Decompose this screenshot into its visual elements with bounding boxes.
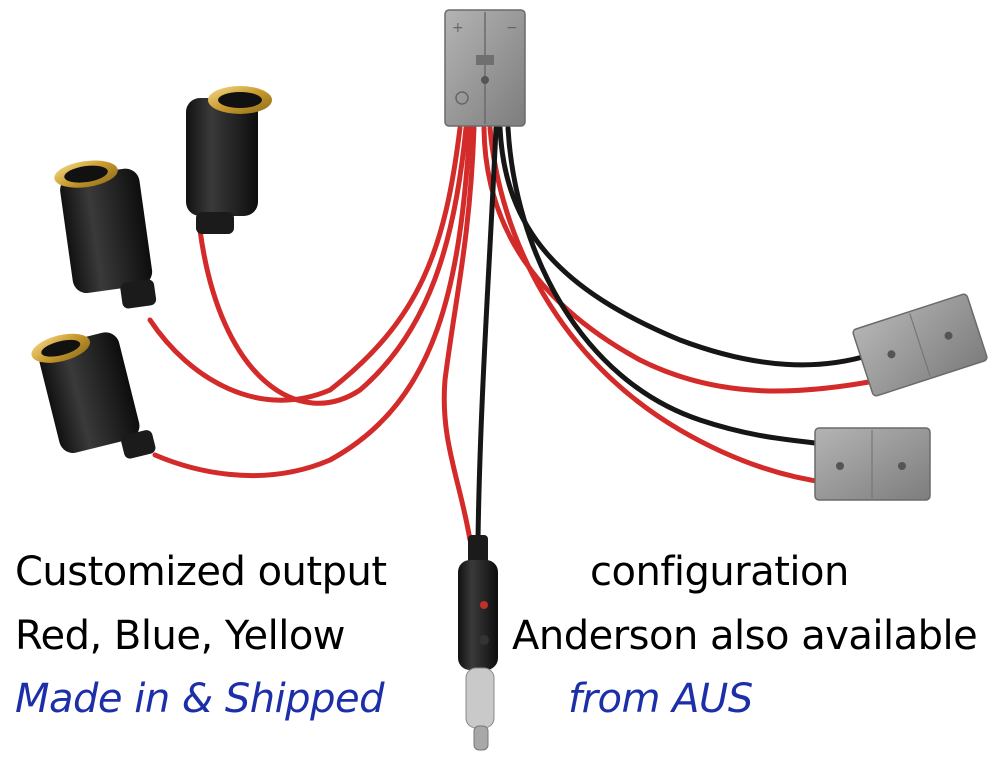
caption-line2-right: Anderson also available bbox=[512, 613, 978, 659]
svg-text:−: − bbox=[506, 20, 518, 36]
caption-line3-left: Made in & Shipped bbox=[15, 676, 384, 722]
right-anderson-connector-upper bbox=[852, 293, 988, 397]
socket-top bbox=[186, 86, 272, 234]
right-anderson-connector-lower bbox=[814, 427, 931, 501]
socket-middle bbox=[54, 160, 157, 309]
caption-line3-right: from AUS bbox=[568, 676, 753, 722]
caption-line1-right: configuration bbox=[590, 549, 849, 595]
top-anderson-connector: + − bbox=[444, 9, 526, 127]
caption-line2-left: Red, Blue, Yellow bbox=[15, 613, 346, 659]
caption-line1-left: Customized output bbox=[15, 549, 387, 595]
svg-text:+: + bbox=[452, 20, 464, 36]
black-wires bbox=[475, 125, 873, 543]
socket-bottom bbox=[31, 332, 156, 459]
red-wires bbox=[147, 125, 883, 543]
cigarette-plug bbox=[458, 535, 498, 751]
